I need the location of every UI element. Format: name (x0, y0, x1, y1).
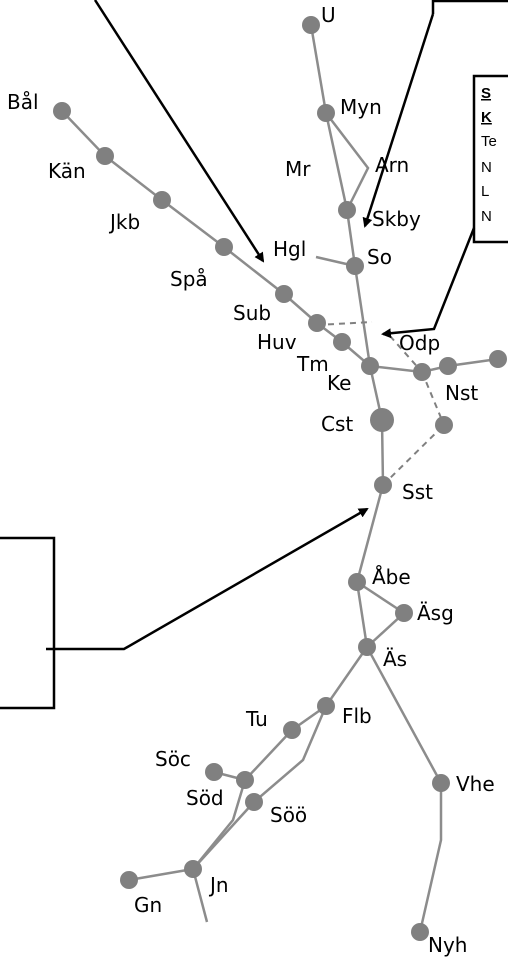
label-hgl: Hgl (273, 237, 306, 261)
top-right-callout-box-edge (431, 0, 508, 14)
node-skby[interactable] (338, 201, 356, 219)
station-nodes (53, 16, 507, 941)
label-odp: Odp (399, 331, 440, 355)
label-huv: Huv (257, 330, 297, 354)
legend-line-6: N (481, 208, 492, 225)
node-bal[interactable] (53, 102, 71, 120)
node-so[interactable] (346, 257, 364, 275)
label-sod: Söd (186, 786, 224, 810)
node-flb[interactable] (317, 697, 335, 715)
node-spa[interactable] (215, 238, 233, 256)
label-sub: Sub (233, 301, 271, 325)
label-as: Äs (383, 647, 407, 671)
track-sod-jn (191, 779, 247, 923)
label-jkb: Jkb (108, 210, 140, 234)
label-skby: Skby (372, 207, 421, 231)
label-u: U (321, 3, 336, 27)
pointer-arrows (46, 0, 476, 651)
node-ke[interactable] (361, 357, 379, 375)
label-mr: Mr (285, 157, 311, 181)
legend-box (472, 74, 508, 244)
node-u[interactable] (302, 16, 320, 34)
node-asg[interactable] (395, 604, 413, 622)
node-east-2[interactable] (489, 350, 507, 368)
left-callout-box (0, 536, 56, 710)
label-so: So (367, 245, 392, 269)
node-jn[interactable] (184, 860, 202, 878)
node-east-1[interactable] (439, 357, 457, 375)
node-vhe[interactable] (432, 774, 450, 792)
label-soo: Söö (270, 803, 307, 827)
label-arn: Arn (375, 153, 409, 177)
arrow-to-sub-line (93, 0, 265, 263)
label-ke: Ke (327, 371, 351, 395)
node-jkb[interactable] (153, 191, 171, 209)
node-soc[interactable] (205, 763, 223, 781)
label-spa: Spå (170, 267, 208, 291)
node-cst[interactable] (370, 408, 394, 432)
node-sub[interactable] (275, 285, 293, 303)
legend-line-4: N (481, 159, 492, 176)
node-sst[interactable] (374, 476, 392, 494)
dashed-connections (316, 321, 445, 486)
track-as-vhe-nyh (365, 646, 443, 933)
node-as[interactable] (358, 638, 376, 656)
arrow-to-sst (46, 507, 369, 651)
node-abe[interactable] (348, 573, 366, 591)
label-soc: Söc (155, 747, 191, 771)
label-sst: Sst (402, 480, 433, 504)
node-gn[interactable] (120, 871, 138, 889)
track-so-sst (353, 265, 385, 486)
node-odp[interactable] (413, 363, 431, 381)
label-jn: Jn (208, 873, 229, 897)
label-nst: Nst (445, 381, 478, 405)
node-nst[interactable] (435, 416, 453, 434)
node-kan[interactable] (96, 147, 114, 165)
label-bal: Bål (7, 90, 39, 114)
node-tm[interactable] (333, 333, 351, 351)
station-labels: U Myn Mr Arn Skby Bål Kän Jkb Spå Hgl So… (7, 3, 495, 957)
label-gn: Gn (134, 893, 162, 917)
callout-boxes (0, 0, 508, 710)
label-myn: Myn (340, 95, 382, 119)
node-tu[interactable] (283, 721, 301, 739)
dashed-sub-odp (316, 321, 373, 326)
label-tu: Tu (245, 707, 268, 731)
node-myn[interactable] (317, 104, 335, 122)
track-myn-arn-skby (325, 112, 370, 211)
node-sod[interactable] (236, 771, 254, 789)
legend-line-1: S (481, 85, 491, 102)
legend-line-5: L (481, 183, 489, 200)
arrow-to-skby (362, 13, 435, 228)
dashed-sst-east (382, 424, 445, 486)
label-nyh: Nyh (428, 933, 467, 957)
node-nyh[interactable] (411, 923, 429, 941)
dashed-odp-nst (389, 335, 423, 373)
track-as-flb-tu (244, 646, 369, 781)
track-soo-jn (192, 801, 255, 870)
track-u-so (309, 24, 357, 267)
legend-line-2: K (481, 109, 492, 126)
node-soo[interactable] (245, 793, 263, 811)
track-jn-gn (128, 867, 194, 882)
dashed-nst-south (421, 371, 445, 426)
label-tm: Tm (296, 352, 329, 376)
label-cst: Cst (321, 412, 353, 436)
label-kan: Kän (48, 159, 86, 183)
label-abe: Åbe (372, 565, 411, 589)
arrow-to-odp (381, 227, 476, 339)
track-flb-soo (253, 705, 328, 803)
track-lines (61, 24, 499, 933)
label-vhe: Vhe (456, 772, 495, 796)
track-ke-east (369, 357, 499, 374)
label-asg: Äsg (417, 601, 454, 625)
node-huv[interactable] (308, 314, 326, 332)
legend-line-3: Te (481, 133, 497, 150)
label-flb: Flb (342, 704, 372, 728)
